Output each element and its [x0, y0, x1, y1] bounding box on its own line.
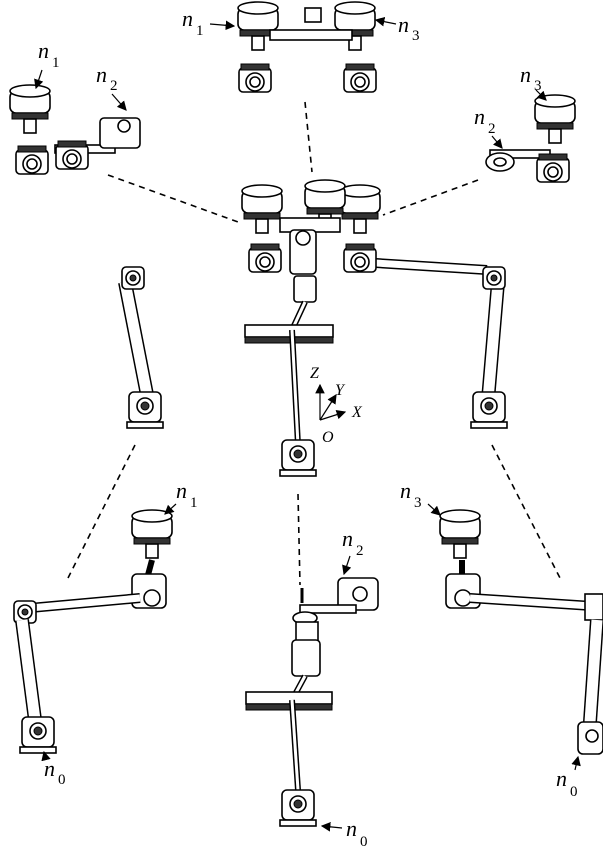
label-br-n0: n 0	[556, 755, 581, 800]
svg-text:1: 1	[190, 495, 198, 511]
axis-x-label: X	[351, 404, 363, 421]
label-tr-n3: n 3	[520, 62, 547, 101]
coordinate-frame: Z Y X O	[310, 365, 363, 446]
svg-text:n: n	[520, 62, 531, 87]
axis-origin-label: O	[322, 429, 334, 446]
bottom-center-leg	[245, 577, 379, 827]
top-left-module-group	[9, 84, 141, 175]
axis-y-label: Y	[335, 382, 346, 399]
label-tl-n1: n 1	[34, 38, 60, 90]
svg-text:0: 0	[58, 772, 66, 788]
svg-text:0: 0	[360, 834, 368, 850]
svg-text:n: n	[346, 816, 357, 841]
label-tr-n2: n 2	[474, 104, 503, 149]
axis-z-label: Z	[310, 365, 320, 382]
svg-text:n: n	[44, 756, 55, 781]
svg-text:n: n	[96, 62, 107, 87]
svg-text:n: n	[474, 104, 485, 129]
svg-text:n: n	[556, 766, 567, 791]
svg-text:2: 2	[110, 78, 118, 94]
svg-text:0: 0	[570, 784, 578, 800]
central-robot	[118, 179, 508, 477]
svg-text:n: n	[400, 478, 411, 503]
bottom-left-leg	[13, 509, 173, 754]
bottom-right-leg	[439, 509, 603, 755]
svg-text:3: 3	[534, 78, 542, 94]
svg-text:2: 2	[356, 543, 364, 559]
top-right-module-group	[485, 94, 576, 183]
svg-text:3: 3	[412, 28, 420, 44]
label-tl-n2: n 2	[96, 62, 127, 111]
svg-text:n: n	[38, 38, 49, 63]
svg-text:1: 1	[196, 23, 204, 39]
label-top-n1: n 1	[182, 6, 236, 39]
svg-text:1: 1	[52, 55, 60, 71]
svg-text:n: n	[398, 12, 409, 37]
svg-text:n: n	[176, 478, 187, 503]
label-br-n3: n 3	[400, 478, 441, 516]
label-bl-n0: n 0	[41, 750, 66, 788]
svg-text:3: 3	[414, 495, 422, 511]
label-bl-n1: n 1	[164, 478, 198, 515]
label-top-n3: n 3	[374, 12, 420, 44]
label-bc-n0: n 0	[320, 816, 368, 850]
svg-text:n: n	[182, 6, 193, 31]
top-module-group	[237, 1, 377, 93]
svg-text:2: 2	[488, 121, 496, 137]
svg-text:n: n	[342, 526, 353, 551]
dashed-connectors	[67, 101, 561, 586]
label-bc-n2: n 2	[342, 526, 364, 576]
